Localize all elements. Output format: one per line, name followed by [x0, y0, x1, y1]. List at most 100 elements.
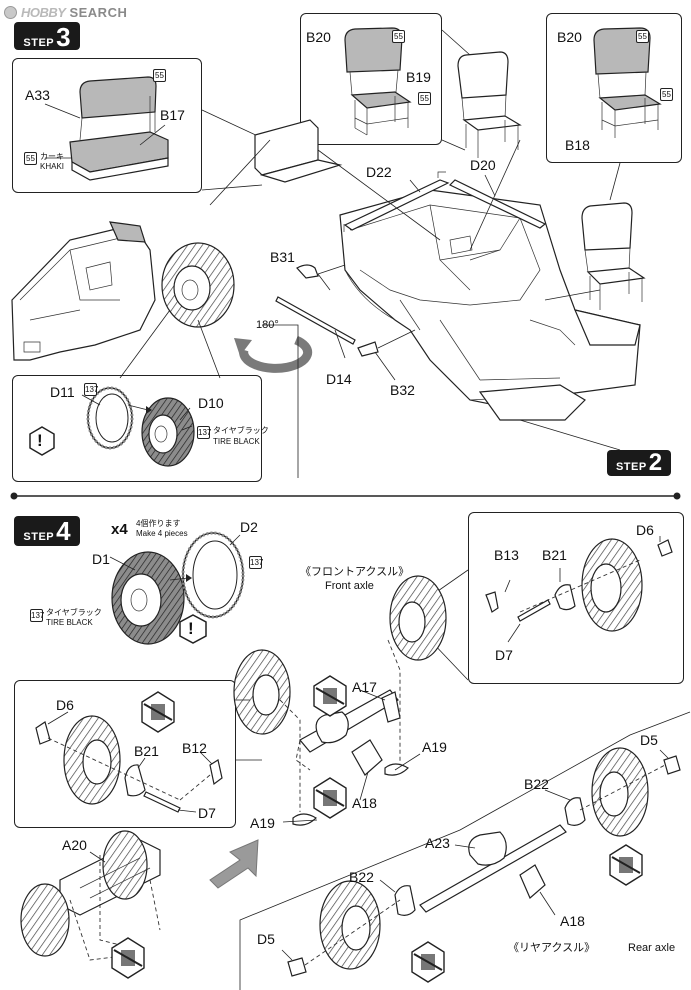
hull-chair-right [581, 202, 646, 310]
tire-black-en: TIRE BLACK [213, 437, 260, 446]
label-d2: D2 [240, 519, 258, 535]
label-a20: A20 [62, 837, 87, 853]
khaki-en: KHAKI [40, 162, 65, 171]
chair-left-diagram [344, 27, 412, 136]
label-d5-top: D5 [640, 732, 658, 748]
label-b20-right: B20 [557, 29, 582, 45]
rear-axle-housing [419, 824, 567, 913]
front-axle-wheel-left [233, 649, 291, 735]
rear-axle-title-en: Rear axle [628, 942, 676, 954]
color-code-55-chair-right-seat: 55 [660, 88, 673, 101]
caution-mark-step4: ! [188, 619, 194, 638]
multiplier-x4: x4 [111, 521, 128, 538]
caution-mark: ! [37, 431, 43, 450]
color-code-55-khaki: 55 [24, 152, 37, 165]
label-b12: B12 [182, 740, 207, 756]
rim-d2 [181, 531, 245, 619]
color-code-55-chair-left-seat: 55 [418, 92, 431, 105]
glue-icon-rear-right [609, 844, 643, 886]
label-a19-bottom: A19 [250, 815, 275, 831]
label-b19: B19 [406, 69, 431, 85]
step3-wheel-box [12, 375, 262, 482]
tire-black-jp-step4: タイヤブラック [46, 608, 102, 617]
label-d11: D11 [50, 384, 75, 400]
label-a23: A23 [425, 835, 450, 851]
glue-icon-hub-left [141, 691, 175, 733]
tire-black-jp: タイヤブラック [213, 426, 269, 435]
label-b32: B32 [390, 382, 415, 398]
hub-right-wheel [581, 538, 643, 632]
tire-d10 [141, 397, 195, 467]
step3-word: STEP [23, 37, 55, 49]
step4-word: STEP [23, 531, 55, 543]
glue-icon-front-lower [313, 777, 347, 819]
label-d14: D14 [326, 371, 352, 387]
label-a18-front: A18 [352, 795, 377, 811]
watermark: HOBBY SEARCH [4, 3, 127, 21]
label-b22-top: B22 [524, 776, 549, 792]
step4-number: 4 [56, 516, 71, 546]
color-code-137-rim: 137 [84, 383, 99, 396]
jeep-hull [339, 189, 641, 421]
rim-d11 [86, 386, 134, 450]
label-b13: B13 [494, 547, 519, 563]
watermark-logo-icon [4, 5, 17, 19]
tire-d1 [111, 551, 185, 645]
label-a18-rear: A18 [560, 913, 585, 929]
tire-black-en-step4: TIRE BLACK [46, 618, 93, 627]
front-axle-title-en: Front axle [325, 580, 374, 592]
front-axle-title-jp: 《フロントアクスル》 [300, 566, 410, 578]
label-d1: D1 [92, 551, 110, 567]
glue-icon-front-upper [313, 675, 347, 717]
label-a19-right: A19 [422, 739, 447, 755]
step4-badge: STEP 4 [14, 516, 80, 546]
watermark-brand-prefix: HOBBY [21, 4, 66, 20]
khaki-jp: カーキ [40, 152, 64, 161]
rear-axle-title-jp: 《リヤアクスル》 [508, 942, 596, 954]
make-four-en: Make 4 pieces [136, 529, 188, 538]
step3-number: 3 [56, 22, 71, 52]
label-d10: D10 [198, 395, 224, 411]
color-code-137-tire: 137 [197, 426, 212, 439]
color-code-55-chair-left-back: 55 [392, 30, 405, 43]
hull-bench-seat [254, 119, 343, 183]
label-b20-left: B20 [306, 29, 331, 45]
label-b18: B18 [565, 137, 590, 153]
rotate-label: 180° [256, 319, 279, 331]
side-view-wheel [161, 242, 235, 328]
step4-hub-box-left [14, 680, 236, 828]
hull-chair-left [457, 51, 522, 158]
label-b17: B17 [160, 107, 185, 123]
label-d7-right: D7 [495, 647, 513, 663]
label-a33: A33 [25, 87, 50, 103]
front-axle-housing [299, 689, 401, 776]
caution-hexagon-icon-step3 [29, 426, 55, 456]
step4-hub-box-right [468, 512, 684, 684]
glue-icon-rear-left [411, 941, 445, 983]
color-code-55-chair-right-back: 55 [636, 30, 649, 43]
label-b21-right: B21 [542, 547, 567, 563]
make-four-jp: 4個作ります [136, 519, 181, 528]
rear-axle-wheel-right [591, 747, 649, 837]
glue-icon-chassis [111, 937, 145, 979]
hull-side-view [11, 221, 156, 361]
label-d6-right: D6 [636, 522, 654, 538]
front-axle-wheel-right [389, 575, 447, 661]
assembled-chassis [20, 830, 161, 961]
label-d22: D22 [366, 164, 392, 180]
bench-seat-diagram [44, 76, 169, 181]
label-b22-left: B22 [349, 869, 374, 885]
rotate-180-arrow-icon [234, 335, 313, 373]
caution-hexagon-icon-step4 [179, 614, 207, 644]
hub-left-wheel [63, 715, 121, 805]
watermark-brand-suffix: SEARCH [69, 4, 128, 20]
label-b31: B31 [270, 249, 295, 265]
label-a17: A17 [352, 679, 377, 695]
step2-word: STEP [615, 461, 647, 473]
direction-arrow-icon [209, 839, 259, 889]
chair-right-diagram [593, 27, 662, 138]
label-d7-left: D7 [198, 805, 216, 821]
color-code-55-seat-back: 55 [153, 69, 166, 82]
rear-axle-wheel-left [319, 880, 381, 970]
